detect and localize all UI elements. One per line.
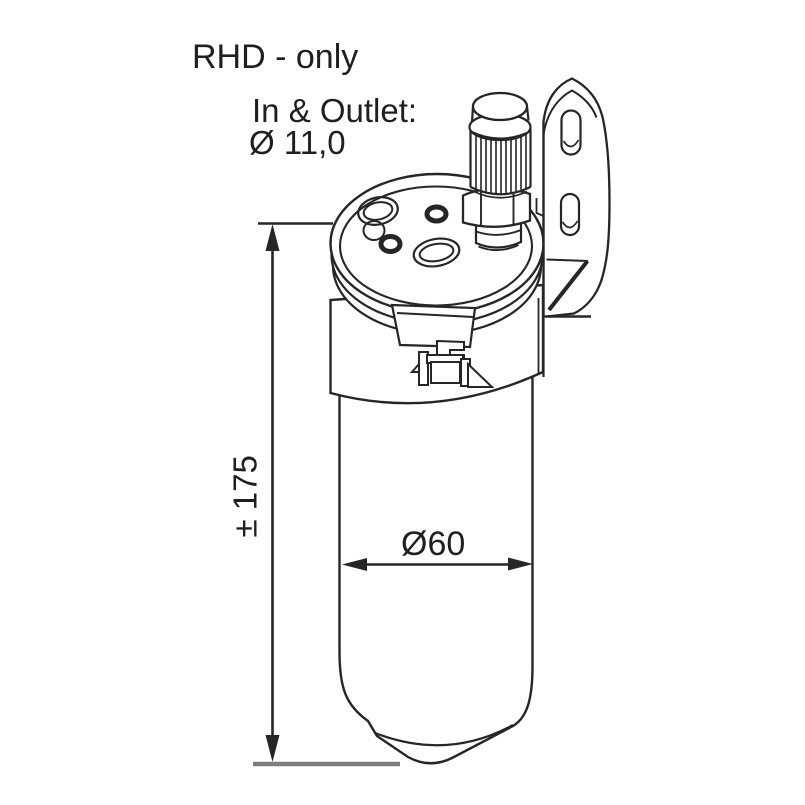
variant-label: RHD - only: [192, 38, 359, 76]
diameter-dimension: [342, 557, 533, 571]
left-arrowhead: [342, 558, 367, 571]
collar-window-outline: [390, 303, 477, 349]
valve-cap-side-left: [470, 106, 475, 123]
bracket-fold-top-line: [546, 258, 589, 262]
fitting-left-bar: [418, 351, 429, 386]
valve-stem-mid-line: [475, 229, 522, 236]
fitting-mid-block: [430, 361, 461, 384]
bracket-slot-upper-inner-arc: [562, 139, 580, 148]
port-large-upper-inner: [362, 201, 394, 221]
bracket-fold-diagonal: [547, 259, 590, 312]
bracket-inner-edge-arc: [542, 89, 598, 135]
port-center-plug: [424, 204, 449, 224]
drier-body: [338, 368, 534, 765]
valve-cap-top: [471, 91, 529, 122]
up-arrowhead: [265, 224, 280, 251]
height-dimension: [253, 222, 400, 767]
collar-window: [390, 303, 477, 349]
ports-label-line2: Ø 11,0: [249, 124, 346, 161]
down-arrowhead: [265, 735, 280, 762]
body-outline: [338, 368, 534, 765]
port-large-lower-outer: [412, 237, 461, 268]
service-valve: [461, 91, 532, 252]
dome-edge-arc: [374, 724, 514, 747]
valve-knurl-bottom-arc: [470, 186, 531, 196]
fitting-right-arrow: [467, 361, 495, 388]
port-small-plug: [378, 234, 403, 254]
ports-label-line1: In & Outlet:: [252, 92, 418, 129]
valve-flange-lower-arc: [469, 130, 532, 140]
port-small-circle: [362, 220, 386, 241]
right-arrowhead: [508, 557, 533, 571]
collar-window-inner-line: [396, 312, 474, 318]
valve-knurl-texture-lines: [475, 134, 527, 194]
bracket-slot-upper: [560, 109, 582, 156]
bracket-slot-lower-inner-arc: [561, 220, 579, 229]
height-dimension-label: ± 175: [226, 455, 264, 538]
mounting-bracket: [535, 77, 611, 377]
sight-fitting: [409, 339, 495, 388]
port-large-lower-inner: [418, 242, 455, 263]
diameter-dimension-label: Ø60: [401, 525, 466, 563]
bracket-step-notch: [535, 198, 544, 217]
valve-stem-base-arc: [478, 244, 519, 252]
bracket-slot-lower: [559, 192, 581, 237]
valve-cap-side-right: [525, 106, 530, 121]
valve-knurl-bottom-rim-arc: [473, 190, 528, 199]
lid-ports: [357, 196, 461, 268]
